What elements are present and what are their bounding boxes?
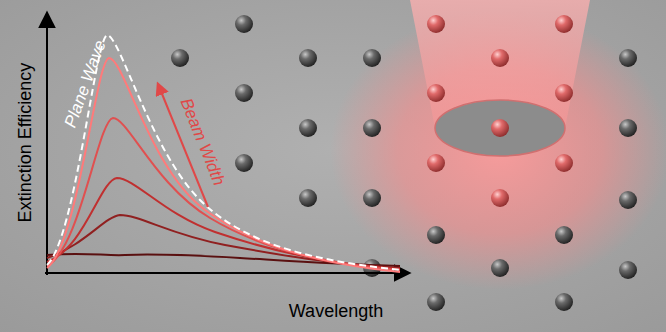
axis-title: Extinction Efficiency bbox=[16, 62, 37, 222]
axis-title: Wavelength bbox=[289, 301, 383, 322]
